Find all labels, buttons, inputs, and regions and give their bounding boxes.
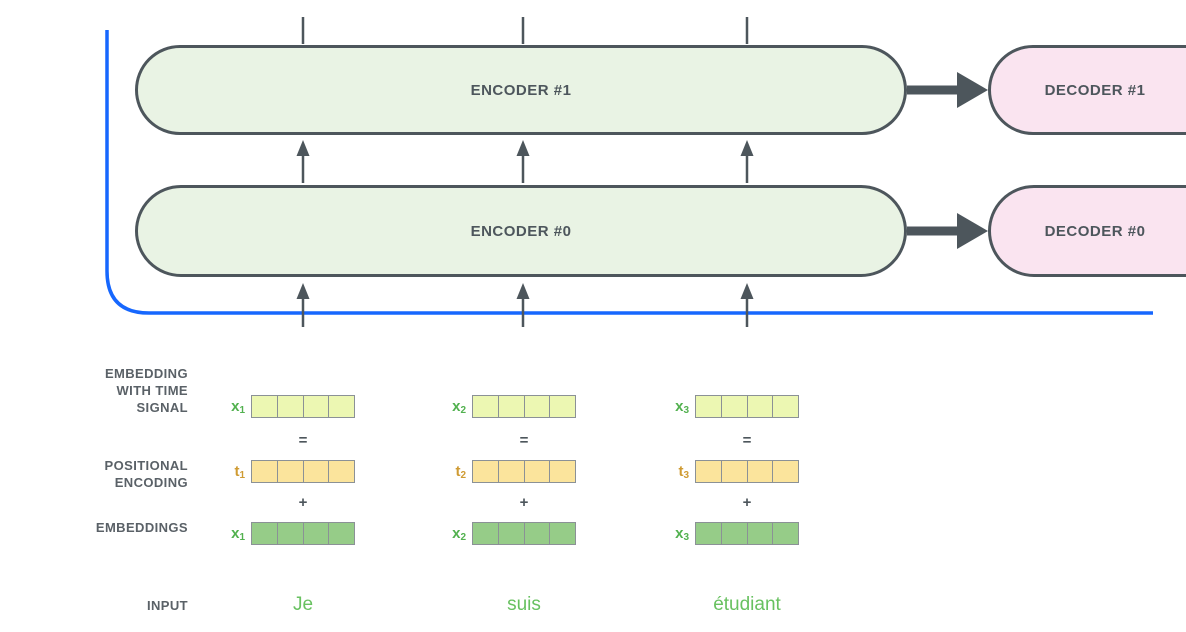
embedding-with-time-signal-label: EMBEDDING WITH TIME SIGNAL — [104, 366, 188, 415]
input-label: INPUT — [147, 598, 188, 613]
embedding-vector-label: x2 — [452, 525, 466, 543]
positional-vector-label: t1 — [234, 463, 245, 481]
encoder-decoder-arrow-head — [957, 72, 988, 108]
positional-encoding-vector — [695, 460, 799, 483]
input-word: Je — [292, 594, 314, 615]
equals-sign: = — [519, 432, 529, 449]
token-column-3: x3 = t3 + x3 étudiant — [657, 390, 837, 630]
embedding-vector-label: x1 — [231, 525, 245, 543]
plus-sign: + — [298, 494, 308, 511]
up-arrow-head — [296, 283, 310, 299]
up-arrow-head — [740, 140, 754, 156]
input-word: étudiant — [713, 594, 781, 615]
time-signal-vector-label: x3 — [675, 398, 689, 416]
encoder-0-block: ENCODER #0 — [135, 185, 907, 277]
positional-encoding-vector — [251, 460, 355, 483]
up-arrow-head — [516, 283, 530, 299]
plus-sign: + — [519, 494, 529, 511]
decoder-0-label: DECODER #0 — [1044, 222, 1146, 240]
token-column-1: x1 = t1 + x1 Je — [213, 390, 393, 630]
embedding-vector-label: x3 — [675, 525, 689, 543]
positional-encoding-label: POSITIONAL ENCODING — [104, 458, 188, 490]
decoder-0-block: DECODER #0 — [988, 185, 1186, 277]
encoder-1-label: ENCODER #1 — [470, 81, 572, 99]
up-arrow-head — [296, 140, 310, 156]
encoder-decoder-arrow-head — [957, 213, 988, 249]
time-signal-vector — [695, 395, 799, 418]
embeddings-label: EMBEDDINGS — [95, 520, 188, 535]
up-arrow-head — [516, 140, 530, 156]
time-signal-vector — [472, 395, 576, 418]
token-column-2: x2 = t2 + x2 suis — [434, 390, 614, 630]
equals-sign: = — [742, 432, 752, 449]
positional-vector-label: t2 — [455, 463, 466, 481]
residual-connection-line — [105, 30, 1153, 315]
plus-sign: + — [742, 494, 752, 511]
embedding-vector — [695, 522, 799, 545]
embedding-vector — [472, 522, 576, 545]
up-arrow-head — [740, 283, 754, 299]
time-signal-vector-label: x1 — [231, 398, 245, 416]
input-word: suis — [507, 594, 541, 615]
embedding-vector — [251, 522, 355, 545]
time-signal-vector-label: x2 — [452, 398, 466, 416]
equals-sign: = — [298, 432, 308, 449]
positional-vector-label: t3 — [678, 463, 689, 481]
decoder-1-label: DECODER #1 — [1044, 81, 1146, 99]
decoder-1-block: DECODER #1 — [988, 45, 1186, 135]
encoder-1-block: ENCODER #1 — [135, 45, 907, 135]
positional-encoding-vector — [472, 460, 576, 483]
encoder-0-label: ENCODER #0 — [470, 222, 572, 240]
time-signal-vector — [251, 395, 355, 418]
